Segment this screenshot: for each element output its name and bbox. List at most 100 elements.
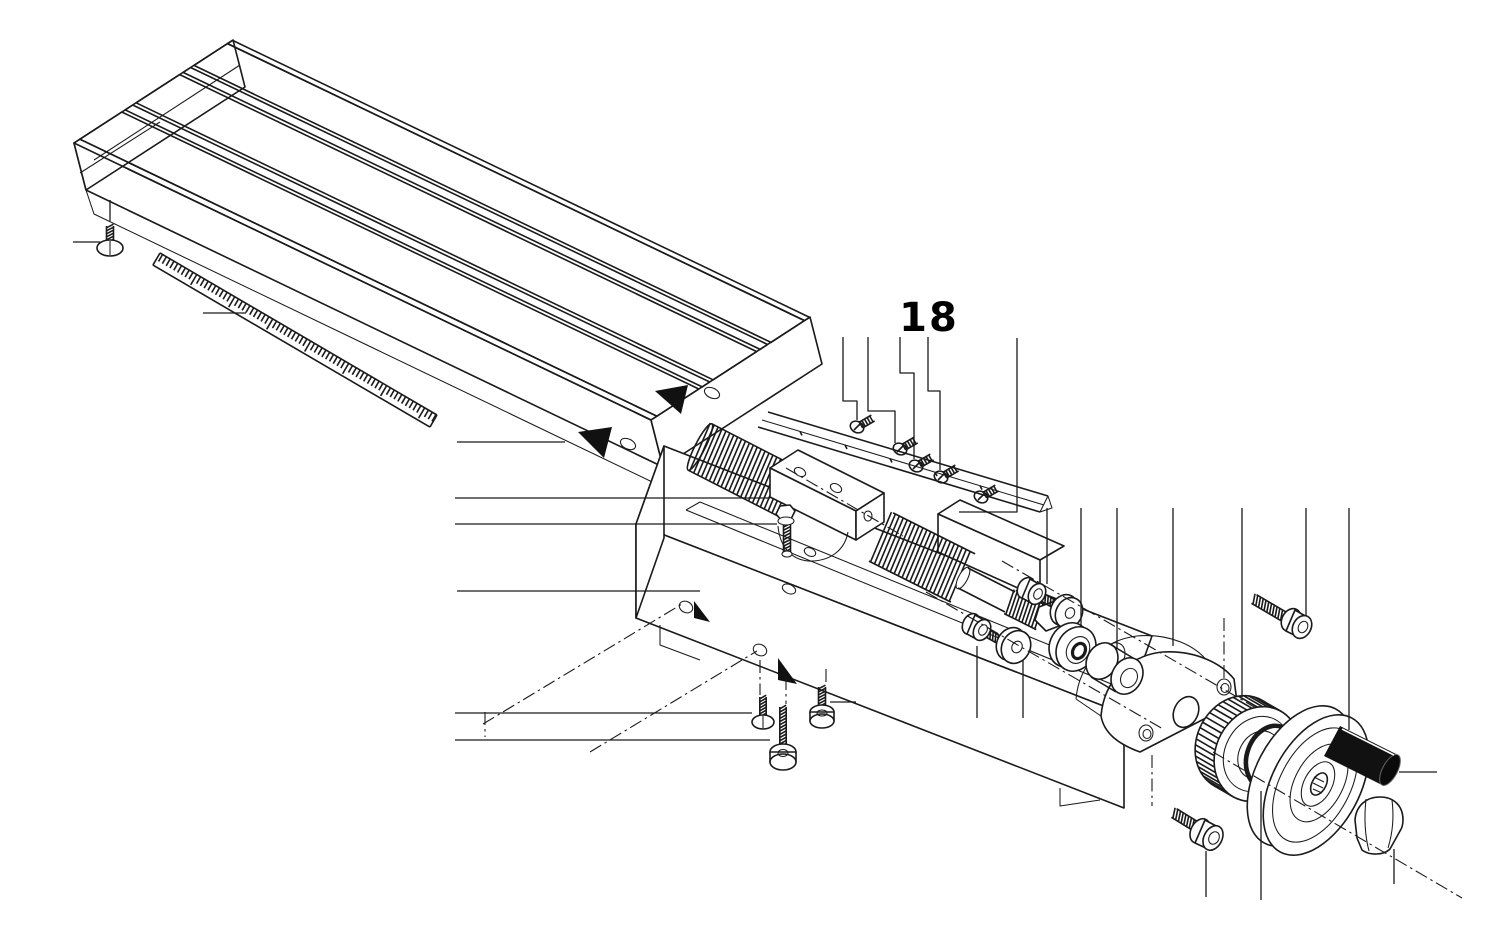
diagram-line — [991, 631, 995, 641]
diagram-line — [743, 450, 766, 500]
ruler-tick — [169, 260, 175, 269]
strip-screw — [933, 464, 960, 484]
diagram-line — [716, 436, 739, 486]
diagram-line — [861, 420, 866, 427]
diagram-line — [1251, 602, 1286, 624]
diagram-line — [818, 693, 826, 699]
center-hole — [1309, 772, 1329, 796]
saddle-hole — [678, 600, 694, 614]
strip-screw — [973, 484, 1000, 504]
knurl-tick — [1205, 716, 1226, 729]
diagram-line — [917, 535, 940, 586]
screw-head — [892, 442, 908, 456]
diagram-line — [783, 529, 791, 535]
diagram-line — [893, 523, 916, 575]
diagram-line — [732, 444, 755, 494]
ruler-tick — [313, 345, 320, 353]
cap-screw-lower — [961, 612, 1006, 647]
diagram-line — [818, 696, 826, 702]
diagram-line — [818, 699, 826, 705]
diagram-line — [1185, 816, 1190, 827]
knurl-tick — [1206, 779, 1226, 792]
ruler-tick — [416, 405, 422, 413]
diagram-line — [779, 720, 787, 726]
diagram-line — [818, 690, 826, 696]
diagram-line — [751, 454, 774, 504]
ruler-tick — [207, 282, 213, 291]
knurl-tick — [1237, 695, 1258, 708]
table-hole — [703, 386, 721, 400]
diagram-line — [909, 439, 915, 446]
diagram-line — [868, 415, 874, 423]
diagram-line — [944, 549, 967, 600]
table-rail — [79, 111, 700, 418]
ruler-tick — [249, 307, 255, 316]
diagram-line — [937, 473, 945, 481]
diagram-line — [866, 417, 872, 424]
handle-body — [1324, 726, 1398, 785]
ruler-tick — [161, 256, 168, 265]
ruler-tick — [374, 380, 380, 389]
ruler-tick — [195, 276, 202, 285]
diagram-line — [1277, 608, 1281, 619]
ruler-tick — [211, 285, 217, 293]
diagram-line — [759, 706, 767, 712]
ruler-tick — [385, 387, 392, 396]
diagram-line — [712, 434, 735, 484]
ruler-tick — [347, 365, 354, 373]
ruler-tick — [188, 271, 194, 280]
diagram-line — [927, 454, 933, 462]
knurl-tick — [1248, 695, 1269, 708]
nut-block-screw — [775, 504, 796, 558]
diagram-line — [990, 487, 996, 494]
diagram-line — [1271, 604, 1276, 616]
diagram-line — [889, 458, 893, 463]
diagram-line — [869, 511, 893, 563]
ruler-tick — [317, 347, 323, 356]
diagram-line — [862, 420, 876, 429]
ruler-tick — [176, 265, 183, 273]
diagram-line — [897, 525, 920, 577]
diagram-line — [779, 736, 787, 742]
strip-screw — [908, 453, 935, 473]
table-left-end — [73, 39, 246, 191]
diagram-line — [1174, 809, 1179, 821]
diagram-line — [1266, 601, 1270, 613]
knurl-tick — [1194, 743, 1215, 757]
ruler-tick — [222, 291, 228, 300]
saddle-shadow — [778, 658, 797, 684]
block-bore — [1172, 695, 1200, 729]
diagram-line — [759, 694, 767, 700]
knurl-tick — [1209, 711, 1229, 725]
diagram-line — [779, 707, 787, 713]
diagram-line — [1256, 594, 1291, 616]
ruler-tick — [378, 382, 384, 391]
diagram-line — [925, 456, 931, 463]
diagram-line — [985, 490, 990, 497]
diagram-line — [783, 535, 791, 541]
diagram-line — [779, 717, 787, 723]
saddle-hole — [752, 643, 768, 657]
diagram-line — [818, 687, 826, 693]
ruler-tick — [328, 354, 335, 362]
saddle-shadow — [694, 601, 710, 622]
ruler-tick — [228, 296, 236, 308]
diagram-line — [728, 442, 751, 492]
knurl-tick — [1199, 770, 1220, 784]
leader-lines — [73, 200, 1437, 900]
diagram-line — [994, 633, 997, 643]
diagram-line — [759, 700, 767, 706]
ruler-tick — [404, 398, 411, 407]
diagram-line — [783, 525, 791, 531]
ruler-tick — [393, 391, 399, 400]
diagram-line — [921, 459, 935, 468]
ruler-tick — [286, 329, 293, 338]
ruler-tick — [351, 367, 357, 376]
ruler-tick — [241, 302, 247, 311]
knurl-tick — [1227, 698, 1248, 711]
diagram-line — [106, 235, 114, 241]
ruler-tick — [302, 338, 308, 347]
diagram-line — [877, 515, 901, 567]
screw-head — [933, 470, 949, 484]
